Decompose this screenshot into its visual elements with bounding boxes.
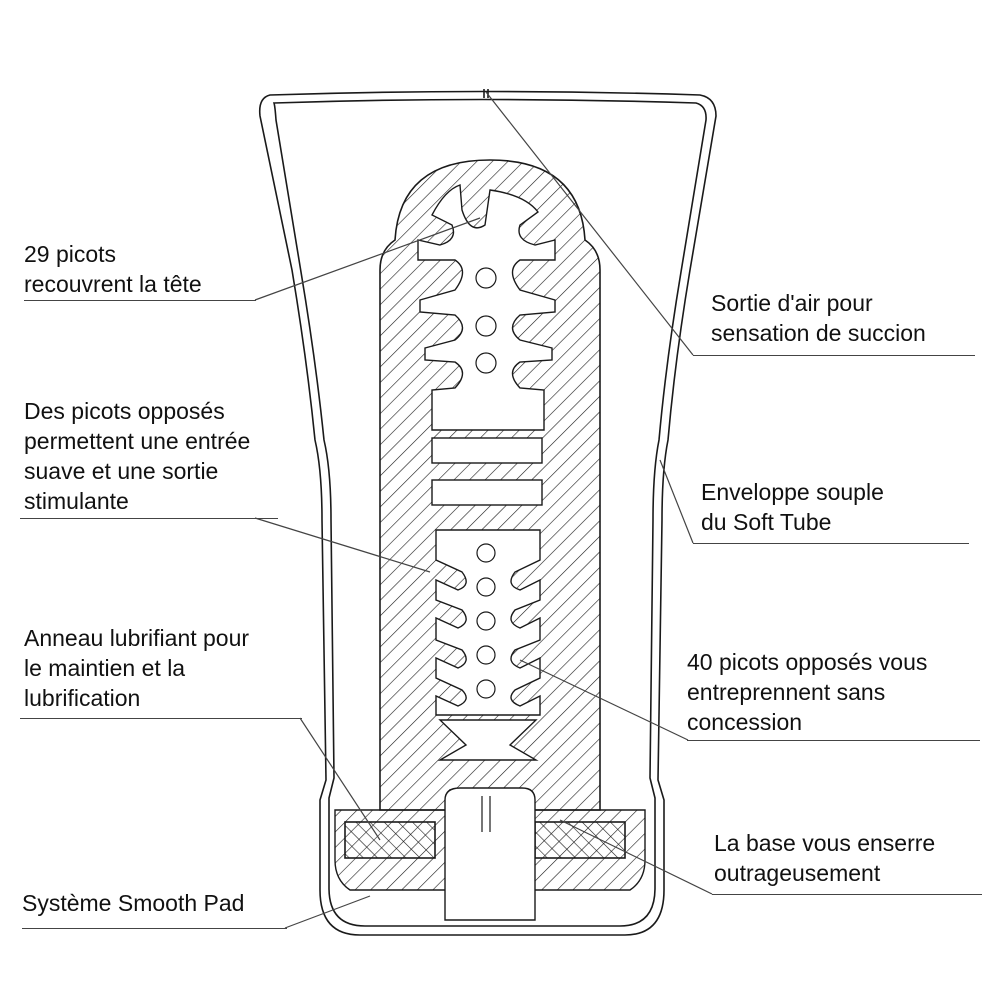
callout-opposed-nubs: Des picots opposés permettent une entrée… <box>24 398 251 514</box>
callout-base: La base vous enserre outrageusement <box>714 830 936 886</box>
inner-sleeve <box>379 159 601 811</box>
callout-base-rule <box>712 894 982 895</box>
callout-forty-nubs-rule <box>687 740 980 741</box>
callout-soft-shell-rule <box>693 543 969 544</box>
callout-head-nubs: 29 picots recouvrent la tête <box>24 241 202 297</box>
lube-ring-left <box>344 821 436 859</box>
callout-soft-shell: Enveloppe souple du Soft Tube <box>701 479 884 535</box>
callout-forty-nubs: 40 picots opposés vous entreprennent san… <box>687 649 928 735</box>
callout-air-vent-rule <box>693 355 975 356</box>
callout-lube-ring: Anneau lubrifiant pour le maintien et la… <box>24 625 250 711</box>
callout-smooth-pad-rule <box>22 928 287 929</box>
soft-tube-shell <box>258 89 717 936</box>
lube-ring-right <box>534 821 626 859</box>
callout-lube-ring-rule <box>20 718 302 719</box>
callout-head-nubs-rule <box>24 300 256 301</box>
callout-air-vent: Sortie d'air pour sensation de succion <box>711 290 926 346</box>
callout-opposed-nubs-rule <box>20 518 278 519</box>
leader-lines <box>254 91 713 929</box>
callout-smooth-pad: Système Smooth Pad <box>22 890 245 916</box>
base-assembly <box>334 787 646 921</box>
